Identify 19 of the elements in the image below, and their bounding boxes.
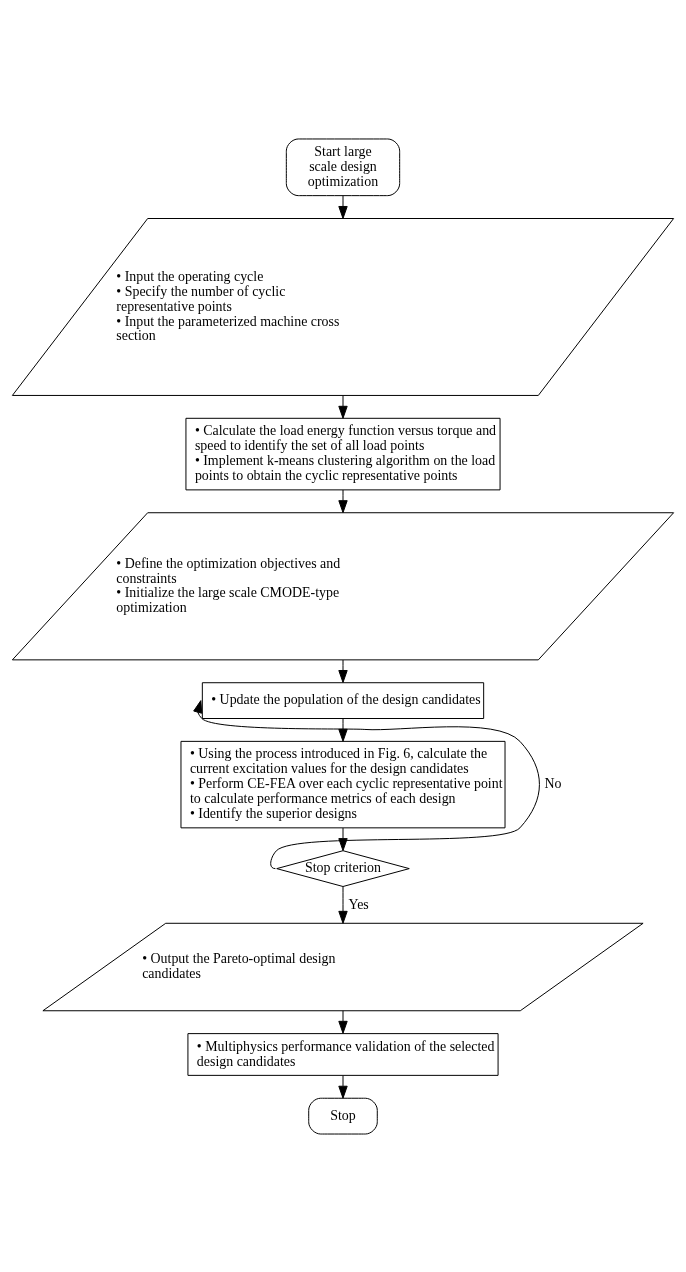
node-box: Start large scale design optimization bbox=[285, 138, 401, 196]
arrow bbox=[338, 659, 348, 683]
arrow bbox=[338, 1009, 348, 1034]
arrow bbox=[338, 827, 348, 851]
node-box: Stop bbox=[308, 1097, 378, 1134]
node-box: • Using the process introduced in Fig. 6, calculate the current excitation values for the design candidates • Perform CE-FEA over each cyclic representative point to calculate performance metrics of each design • Identify the superior designs bbox=[180, 740, 506, 828]
arrow bbox=[338, 194, 348, 219]
arrow bbox=[338, 394, 348, 419]
node-box: • Multiphysics performance validation of the selected design candidates bbox=[187, 1032, 499, 1076]
arrow bbox=[338, 489, 348, 513]
edge-label: Yes bbox=[348, 896, 369, 912]
arrow bbox=[338, 717, 348, 742]
arrow bbox=[338, 1074, 348, 1099]
node-diamond: Stop criterion bbox=[276, 849, 410, 887]
arrow bbox=[338, 885, 348, 924]
edge-label: No bbox=[544, 775, 562, 791]
node-box: • Calculate the load energy function versus torque and speed to identify the set of all load points • Implement k-means clustering algorithm on the load points to obtain the cyclic representative points bbox=[185, 417, 501, 490]
node-box: • Update the population of the design candidates bbox=[201, 681, 485, 719]
arrow bbox=[193, 699, 540, 869]
